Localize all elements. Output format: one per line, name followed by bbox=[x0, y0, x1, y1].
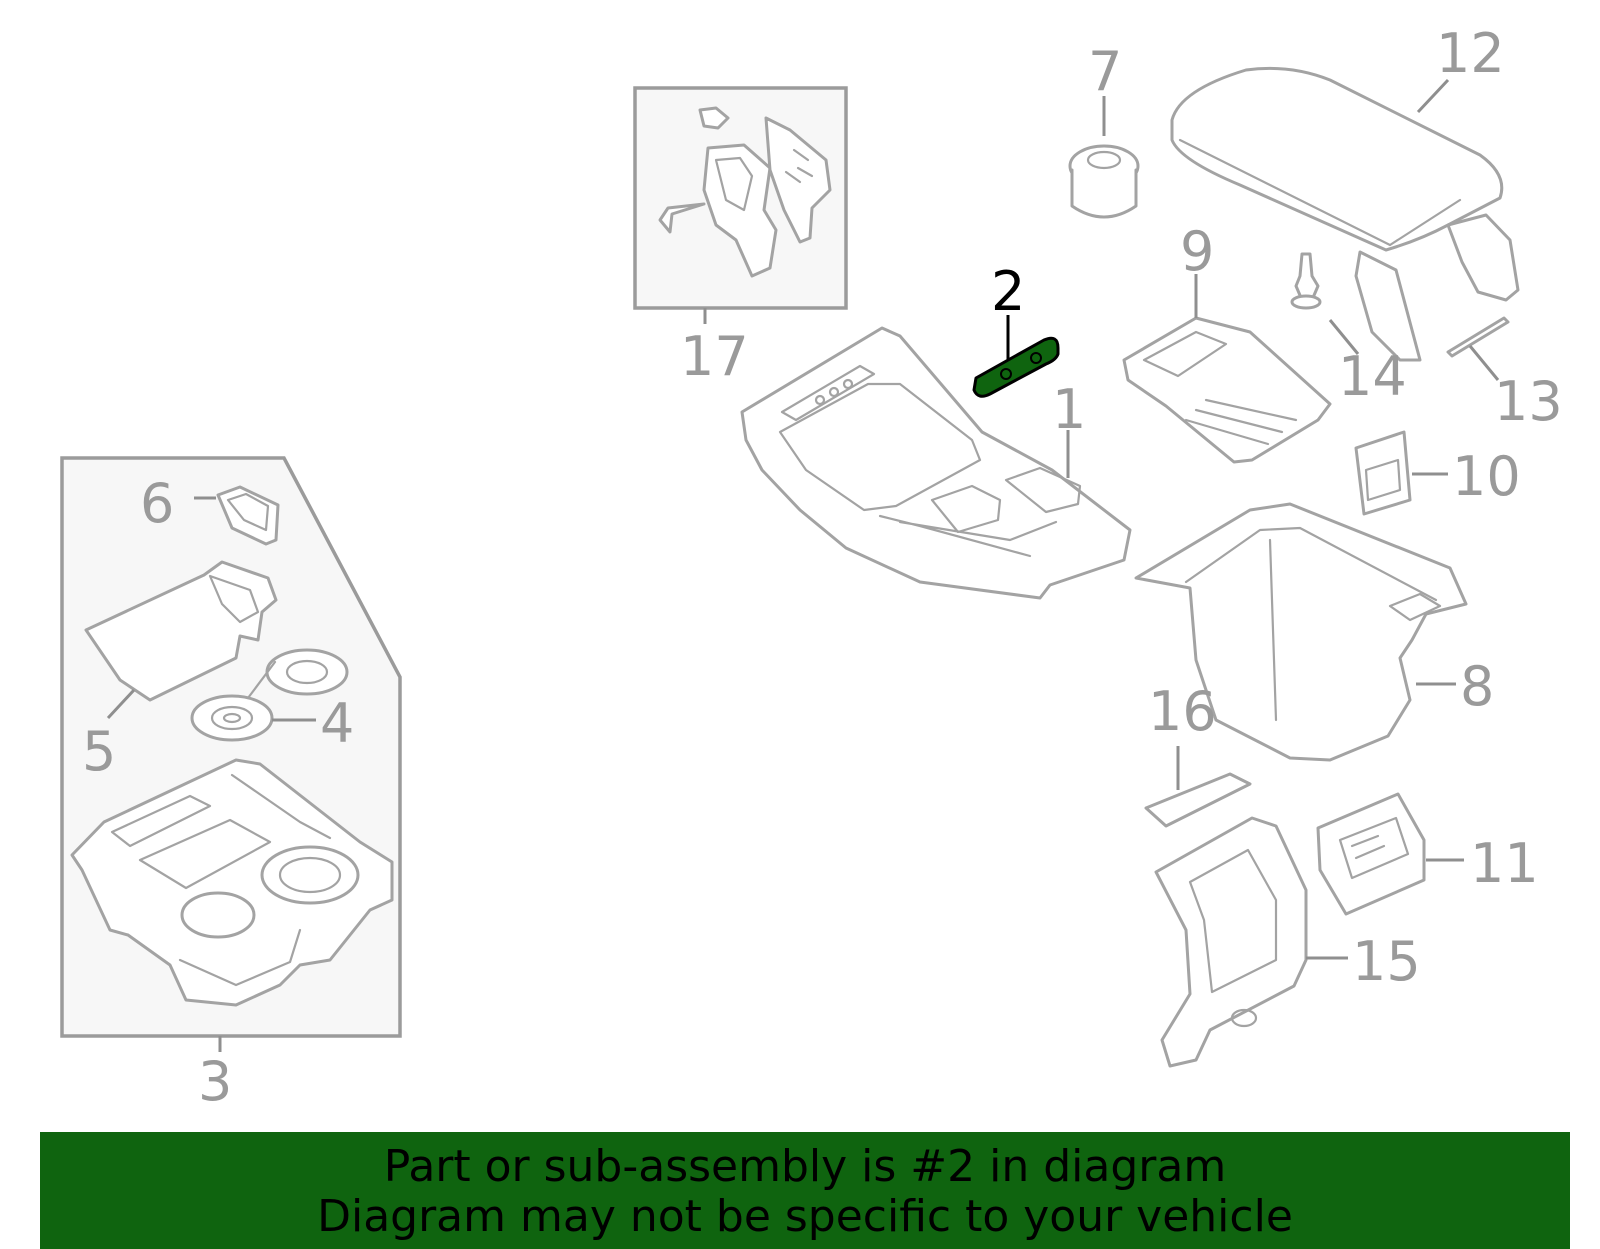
callout-9: 9 bbox=[1180, 220, 1214, 283]
parts-diagram: 3 6 5 4 17 1 2 bbox=[60, 22, 1563, 1113]
callout-1: 1 bbox=[1052, 378, 1086, 441]
part-1-shape bbox=[740, 326, 1132, 600]
banner-line-1: Part or sub-assembly is #2 in diagram bbox=[383, 1141, 1227, 1192]
part-16-shape bbox=[1144, 772, 1252, 828]
part-15-shape bbox=[1154, 816, 1308, 1068]
part-6-shape bbox=[216, 485, 280, 546]
part-11-shape bbox=[1316, 792, 1426, 916]
part-10-shape bbox=[1354, 430, 1412, 516]
callout-12: 12 bbox=[1436, 22, 1505, 85]
callout-10: 10 bbox=[1452, 445, 1521, 508]
callout-3: 3 bbox=[198, 1050, 232, 1113]
part-8-shape bbox=[1134, 502, 1468, 762]
part-9-shape bbox=[1122, 316, 1332, 464]
callout-17: 17 bbox=[680, 325, 749, 388]
callout-4: 4 bbox=[320, 692, 354, 755]
part-7-shape bbox=[1068, 144, 1140, 219]
leader-12 bbox=[1416, 78, 1450, 114]
callout-11: 11 bbox=[1470, 832, 1539, 895]
part-17-box bbox=[633, 86, 848, 310]
part-12-shape bbox=[1170, 66, 1520, 362]
part-4-shape bbox=[190, 648, 349, 742]
callout-8: 8 bbox=[1460, 655, 1494, 718]
leader-14 bbox=[1328, 319, 1360, 355]
leader-13 bbox=[1468, 345, 1500, 381]
callout-14: 14 bbox=[1338, 345, 1407, 408]
leader-5 bbox=[106, 688, 136, 720]
callout-15: 15 bbox=[1352, 930, 1421, 993]
banner-line-2: Diagram may not be specific to your vehi… bbox=[317, 1191, 1293, 1242]
callout-16: 16 bbox=[1148, 680, 1217, 743]
part-2-highlighted-shape bbox=[972, 336, 1060, 398]
part-3-shape bbox=[70, 758, 394, 1007]
part-5-shape bbox=[84, 560, 278, 702]
part-14-shape bbox=[1290, 252, 1322, 310]
callout-13: 13 bbox=[1494, 370, 1563, 433]
callout-6: 6 bbox=[140, 472, 174, 535]
callout-7: 7 bbox=[1088, 40, 1122, 103]
info-banner: Part or sub-assembly is #2 in diagram Di… bbox=[40, 1132, 1570, 1249]
callout-2: 2 bbox=[991, 260, 1025, 323]
part-13-shape bbox=[1446, 316, 1510, 358]
callout-5: 5 bbox=[82, 720, 116, 783]
